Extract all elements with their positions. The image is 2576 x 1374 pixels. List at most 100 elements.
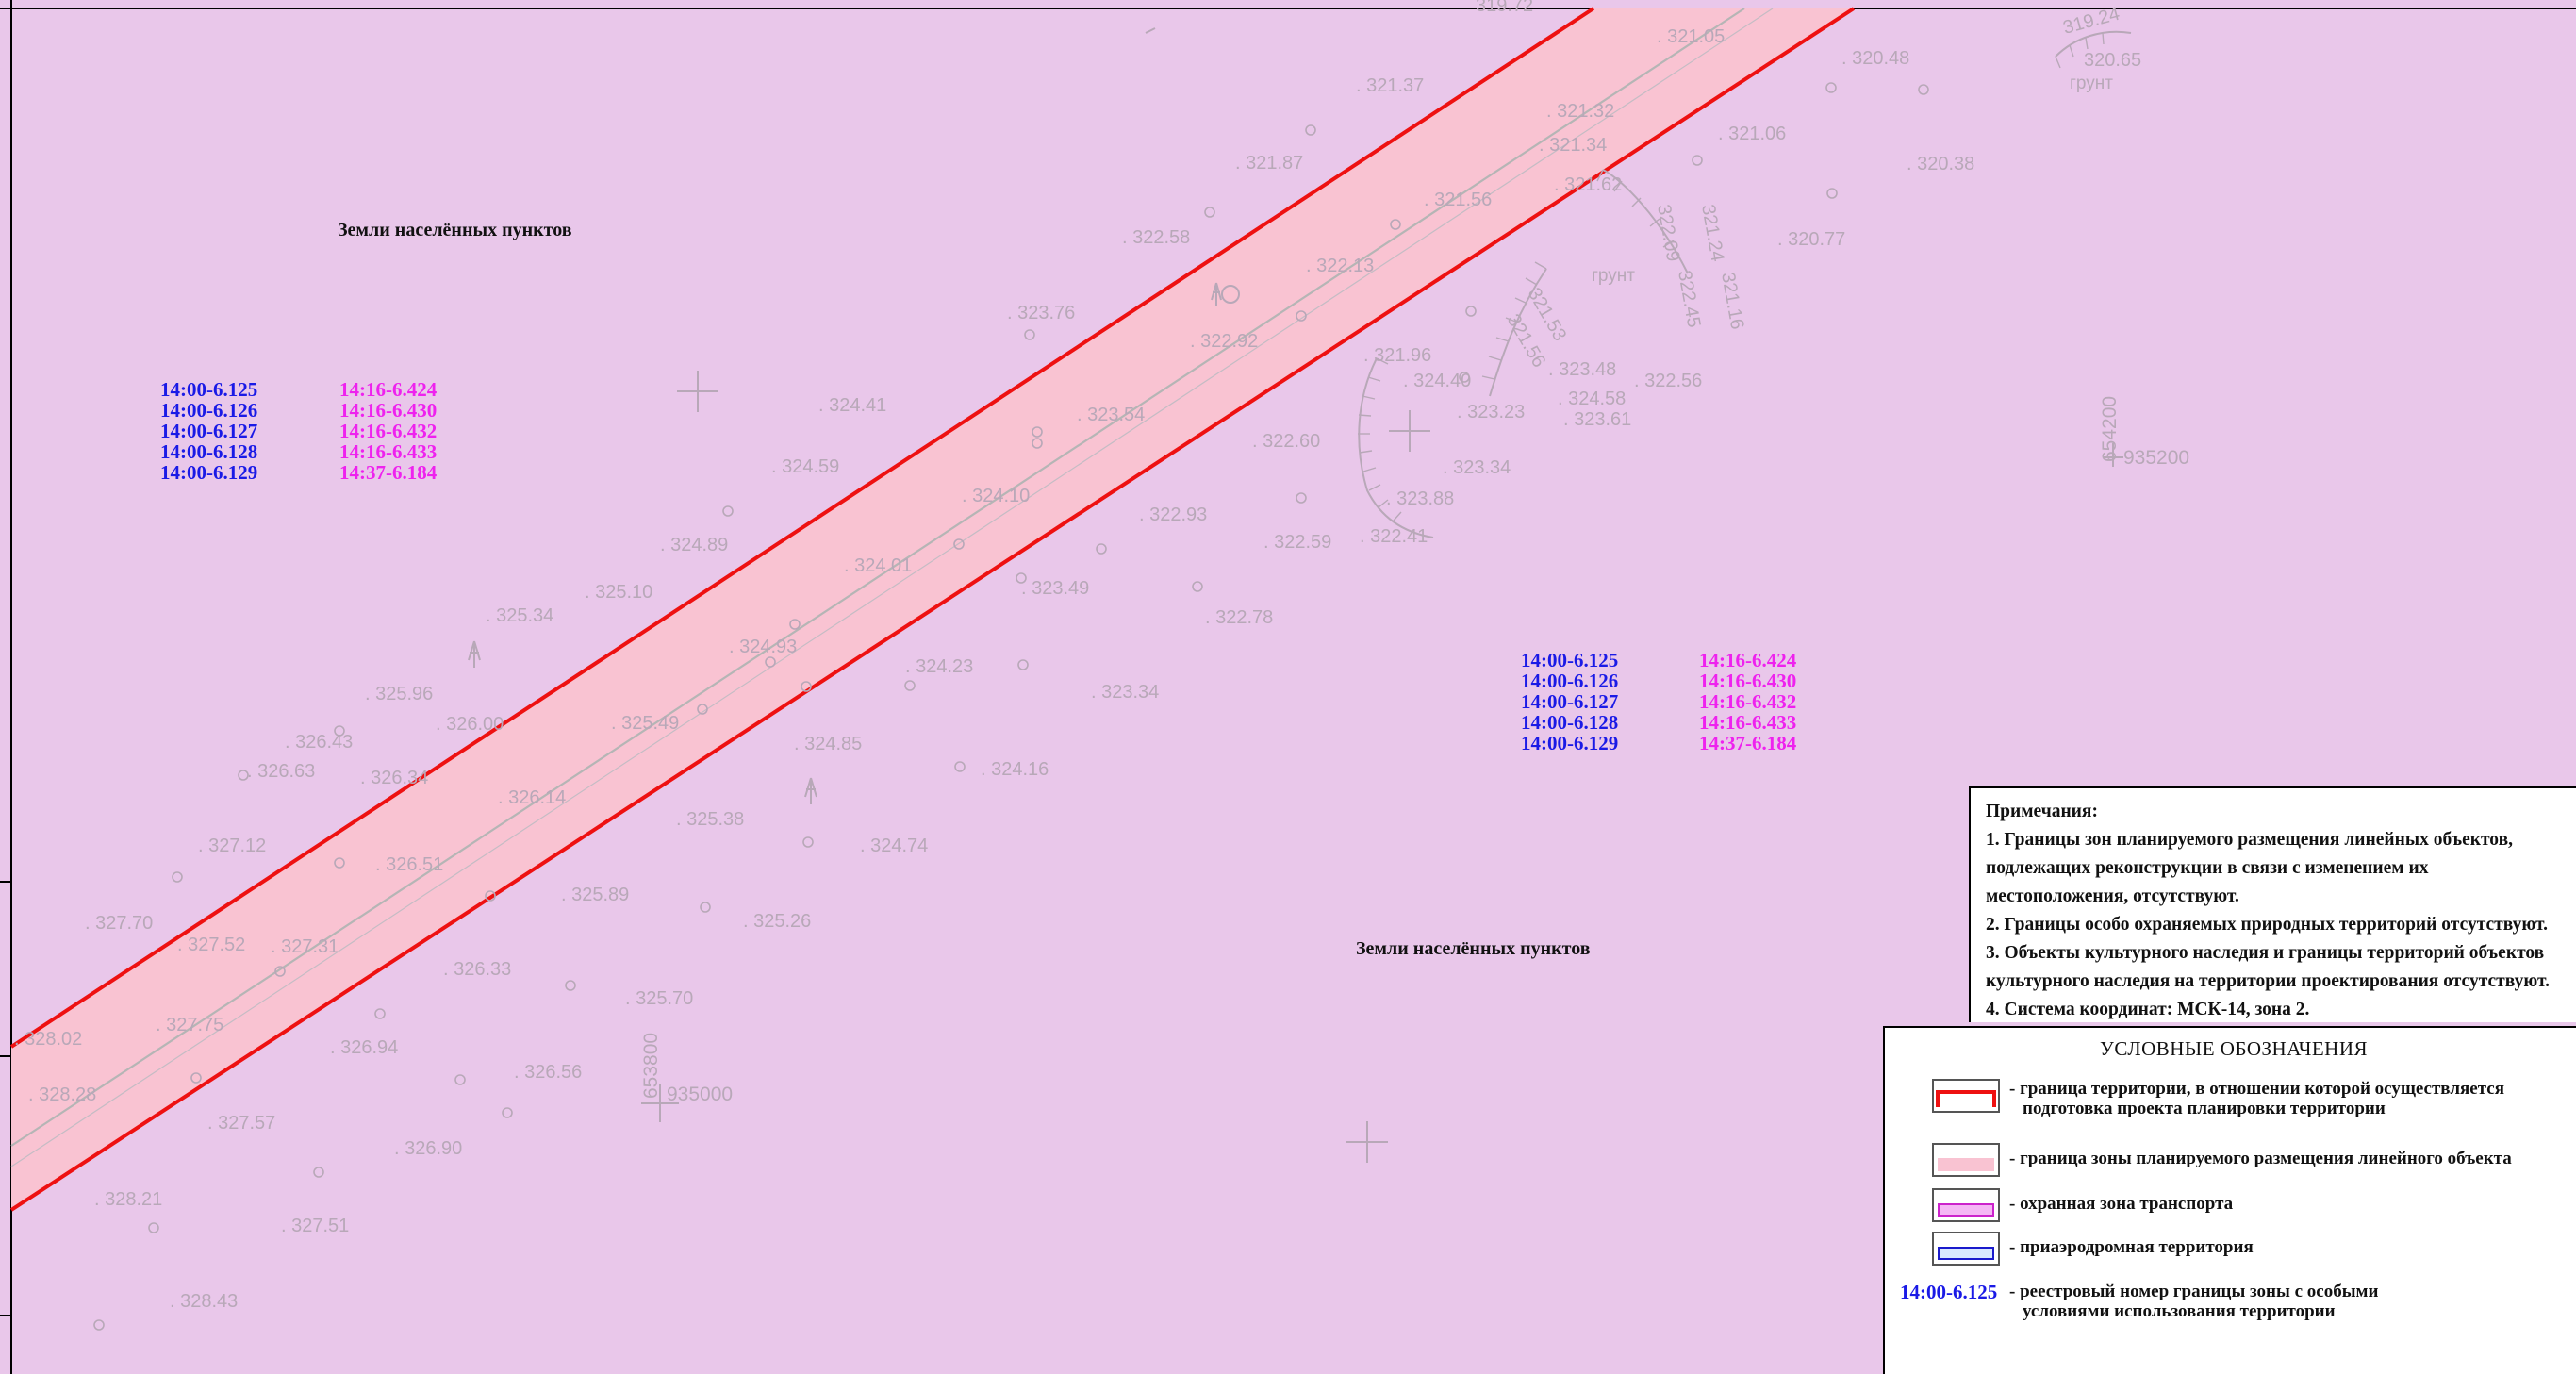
- elevation-label: . 324.74: [860, 836, 928, 856]
- elevation-label: . 324.23: [905, 656, 973, 677]
- elevation-label: . 322.78: [1205, 607, 1273, 628]
- svg-text:14:00-6.126: 14:00-6.126: [160, 399, 257, 422]
- elevation-label: . 326.00: [436, 714, 504, 735]
- tree-symbol: [1211, 282, 1240, 306]
- grid-cross: [641, 1084, 679, 1122]
- registry-numbers-group: 14:00-6.125 14:00-6.126 14:00-6.127 14:0…: [160, 378, 438, 484]
- legend-text: подготовка проекта планировки территории: [2023, 1099, 2386, 1118]
- elevation-label: . 324.85: [794, 734, 862, 754]
- legend-text: - граница зоны планируемого размещения л…: [2009, 1149, 2512, 1168]
- svg-text:14:00-6.125: 14:00-6.125: [1521, 649, 1618, 671]
- svg-text:14:00-6.128: 14:00-6.128: [1521, 711, 1618, 734]
- elevation-label: . 327.12: [198, 836, 266, 856]
- svg-text:14:16-6.432: 14:16-6.432: [1699, 690, 1796, 713]
- elevation-label: . 323.49: [1021, 578, 1089, 599]
- ground-label: грунт: [1592, 266, 1635, 286]
- elevation-label: . 325.96: [365, 684, 433, 704]
- elevation-label: . 322.56: [1634, 371, 1702, 391]
- legend-text: - охранная зона транспорта: [2009, 1194, 2234, 1214]
- elevation-label: . 328.02: [14, 1029, 82, 1050]
- elevation-label: . 325.10: [585, 582, 652, 603]
- grid-cross: [1389, 410, 1430, 452]
- airport-zone-symbol: [1932, 1232, 2000, 1266]
- elevation-label: . 324.16: [981, 759, 1049, 780]
- elevation-label: . 327.75: [156, 1015, 223, 1035]
- elevation-label: . 324.41: [818, 395, 886, 416]
- elevation-label: . 322.58: [1122, 227, 1190, 248]
- elevation-label: . 327.52: [177, 935, 245, 955]
- elevation-label: . 325.49: [611, 713, 679, 734]
- elevation-label: . 324.40: [1403, 371, 1471, 391]
- elevation-label: . 326.94: [330, 1037, 398, 1058]
- elevation-label: . 325.38: [676, 809, 744, 830]
- svg-text:14:00-6.128: 14:00-6.128: [160, 440, 257, 463]
- elevation-label: . 321.37: [1356, 75, 1424, 96]
- elevation-label: . 326.63: [247, 761, 315, 782]
- elevation-label: . 322.92: [1190, 331, 1258, 352]
- elevation-label: . 321.32: [1546, 101, 1614, 122]
- grid-coordinate-vertical: 654200: [2099, 396, 2121, 462]
- road-centerline: [10, 8, 1745, 1147]
- elevation-label: . 321.87: [1235, 153, 1303, 174]
- elevation-label: . 323.34: [1091, 682, 1159, 703]
- survey-points: [93, 82, 1929, 1331]
- svg-text:14:00-6.127: 14:00-6.127: [160, 420, 257, 442]
- elevation-label: . 327.51: [281, 1216, 349, 1236]
- notes-line: 3. Объекты культурного наследия и границ…: [1986, 943, 2545, 963]
- corridor-border-line[interactable]: [9, 7, 1595, 1049]
- svg-text:14:37-6.184: 14:37-6.184: [1699, 732, 1797, 754]
- grid-cross: [1346, 1121, 1388, 1163]
- grid-cross: [677, 371, 718, 412]
- elevation-label: . 324.01: [844, 555, 912, 576]
- elevation-label: . 321.05: [1657, 26, 1725, 47]
- territory-boundary-symbol: [1932, 1079, 2000, 1113]
- notes-line: 1. Границы зон планируемого размещения л…: [1986, 830, 2513, 850]
- elevation-label: . 320.77: [1777, 229, 1845, 250]
- elevation-label: . 323.34: [1443, 457, 1511, 478]
- elevation-label: . 327.31: [271, 936, 339, 957]
- elevation-label: . 321.56: [1424, 190, 1492, 210]
- svg-text:14:16-6.433: 14:16-6.433: [339, 440, 437, 463]
- svg-text:14:16-6.430: 14:16-6.430: [339, 399, 437, 422]
- notes-line: 2. Границы особо охраняемых природных те…: [1986, 915, 2549, 935]
- svg-text:14:37-6.184: 14:37-6.184: [339, 461, 438, 484]
- grid-coordinate-horizontal: 935000: [667, 1084, 733, 1105]
- elevation-label: . 325.26: [743, 911, 811, 932]
- elevation-label: . 321.62: [1554, 174, 1622, 195]
- legend-title: УСЛОВНЫЕ ОБОЗНАЧЕНИЯ: [2099, 1037, 2369, 1060]
- elevation-label: . 324.59: [771, 456, 839, 477]
- ground-hatching: [1358, 32, 2105, 521]
- ground-label: грунт: [2070, 74, 2113, 93]
- svg-text:14:16-6.432: 14:16-6.432: [339, 420, 437, 442]
- corridor-border-line[interactable]: [9, 7, 1856, 1212]
- elevation-label: . 326.90: [394, 1138, 462, 1159]
- grid-coordinate-vertical: 653800: [640, 1033, 662, 1099]
- elevation-label: . 327.57: [207, 1113, 275, 1134]
- elevation-label: . 322.60: [1252, 431, 1320, 452]
- elevation-label: . 320.38: [1907, 154, 1974, 174]
- elevation-label: . 327.70: [85, 913, 153, 934]
- elevation-label: . 322.93: [1139, 505, 1207, 525]
- tree-symbol: [804, 777, 817, 804]
- elevation-labels: . 321.05. 320.48. 321.37. 321.32. 321.34…: [14, 26, 1974, 1312]
- legend-text: - граница территории, в отношении которо…: [2009, 1079, 2504, 1099]
- elevation-label: . 326.51: [375, 854, 443, 875]
- elevation-label: . 322.41: [1360, 526, 1428, 547]
- elevation-label: . 321.34: [1539, 135, 1607, 156]
- svg-text:14:16-6.424: 14:16-6.424: [339, 378, 438, 401]
- land-category-label: Земли населённых пунктов: [1356, 938, 1591, 959]
- svg-text:14:00-6.125: 14:00-6.125: [160, 378, 257, 401]
- legend-panel: УСЛОВНЫЕ ОБОЗНАЧЕНИЯ - граница территори…: [1883, 1026, 2576, 1374]
- elevation-label: . 324.89: [660, 535, 728, 555]
- notes-line: подлежащих реконструкции в связи с измен…: [1986, 858, 2429, 878]
- ground-patch: [1145, 27, 2132, 538]
- registry-numbers-group: 14:00-6.125 14:00-6.126 14:00-6.127 14:0…: [1521, 649, 1797, 754]
- legend-text: - реестровый номер границы зоны с особым…: [2009, 1282, 2379, 1301]
- tree-symbol: [468, 640, 481, 668]
- legend-text: - приаэродромная территория: [2009, 1237, 2254, 1257]
- road-edge-line: [10, 8, 1774, 1167]
- elevation-label: . 324.93: [729, 637, 797, 657]
- elevation-label: . 328.43: [170, 1291, 238, 1312]
- elevation-label: . 326.56: [514, 1062, 582, 1083]
